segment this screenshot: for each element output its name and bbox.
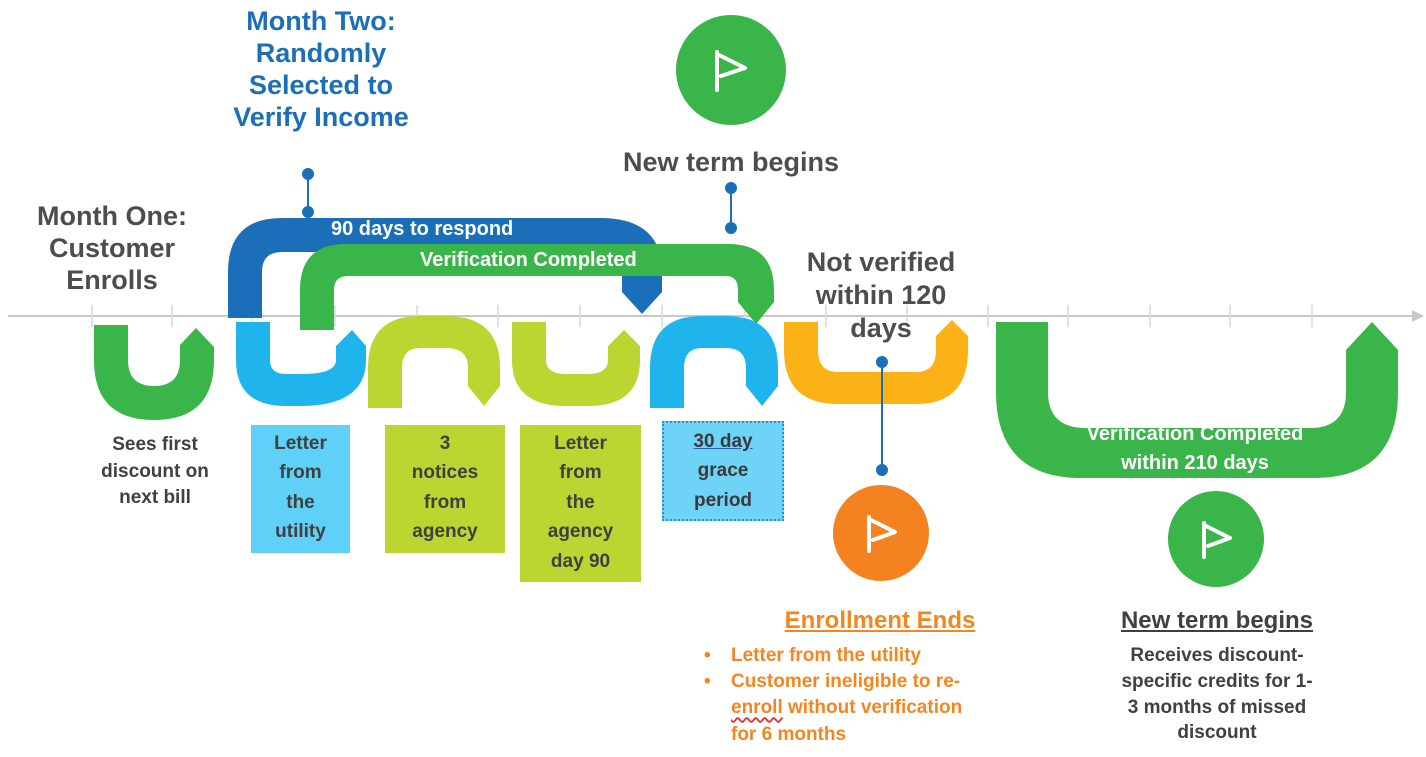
verification-band-label: Verification Completed (420, 249, 637, 271)
month-two-heading: Month Two: Randomly Selected to Verify I… (233, 6, 409, 132)
first-discount-caption: Sees first discount on next bill (101, 434, 209, 509)
enrollment-ends-title: Enrollment Ends (784, 607, 976, 634)
wave-lime-arch-1 (368, 316, 500, 408)
wave-green-u (94, 325, 214, 420)
new-term-bottom-title: New term begins (1120, 607, 1314, 634)
verification-210-label: Verification Completed within 210 days (1086, 423, 1304, 474)
respond-band-label: 90 days to respond (331, 218, 514, 240)
enrollment-ends-list: Letter from the utility Customer ineligi… (698, 643, 1058, 748)
list-item-continued: for 6 months (731, 723, 847, 745)
flag-icon (1168, 491, 1264, 587)
connector-not-verified (876, 356, 888, 476)
three-notices-box: 3 notices from agency (385, 425, 505, 553)
wave-lime-u (512, 322, 640, 406)
month-one-heading: Month One: Customer Enrolls (37, 201, 187, 295)
new-term-top-heading: New term begins (622, 147, 840, 177)
wave-sky-arch (650, 316, 778, 408)
wave-amber-u (784, 320, 968, 404)
list-item-continued: enroll without verification (731, 697, 963, 719)
wave-sky-u-main (236, 322, 366, 406)
list-item: Letter from the utility (698, 643, 1058, 669)
grace-period-box: 30 day grace period (662, 421, 784, 521)
flag-icon (676, 15, 786, 125)
respond-band (228, 218, 662, 318)
new-term-bottom-body: Receives discount- specific credits for … (1121, 645, 1313, 744)
verification-band (300, 244, 774, 330)
not-verified-heading: Not verified within 120 days (806, 247, 956, 343)
wave-big-green-u (996, 322, 1398, 478)
connector-month-two (302, 168, 314, 218)
connector-new-term-top (725, 182, 737, 234)
letter-utility-box: Letter from the utility (251, 425, 350, 553)
list-item: Customer ineligible to re- (698, 669, 1058, 695)
flag-icon (833, 485, 929, 581)
letter-agency-box: Letter from the agency day 90 (520, 425, 641, 582)
